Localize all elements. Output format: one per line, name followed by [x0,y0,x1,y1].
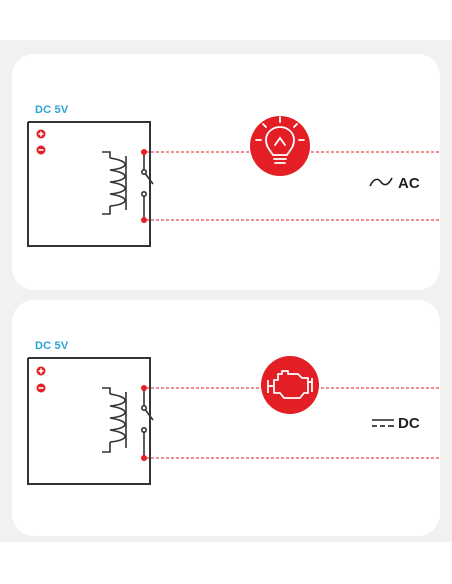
dc-supply-label: DC 5V [35,104,69,116]
relay-coil-icon [102,151,127,215]
light-bulb-icon [250,116,310,176]
minus-terminal-icon [36,383,46,393]
relay-box [27,121,151,247]
plus-terminal-icon [36,366,46,376]
relay-dc-diagram [27,356,440,485]
relay-ac-panel: DC 5V [12,54,440,290]
ac-wave-icon [369,177,393,187]
plus-terminal-icon [36,129,46,139]
ac-label: AC [398,175,420,192]
relay-coil-icon [102,387,127,453]
engine-icon [261,356,319,414]
relay-ac-diagram [27,116,440,247]
contact-dot [141,149,147,155]
dc-symbol-icon [372,419,394,427]
contact-dot [141,455,147,461]
dc-supply-label: DC 5V [35,340,69,352]
relay-switch-icon [141,152,154,220]
relay-box [27,357,151,485]
relay-switch-icon [141,388,154,458]
relay-dc-panel: DC 5V [12,300,440,536]
minus-terminal-icon [36,145,46,155]
contact-dot [141,217,147,223]
dc-label: DC [398,415,420,432]
contact-dot [141,385,147,391]
